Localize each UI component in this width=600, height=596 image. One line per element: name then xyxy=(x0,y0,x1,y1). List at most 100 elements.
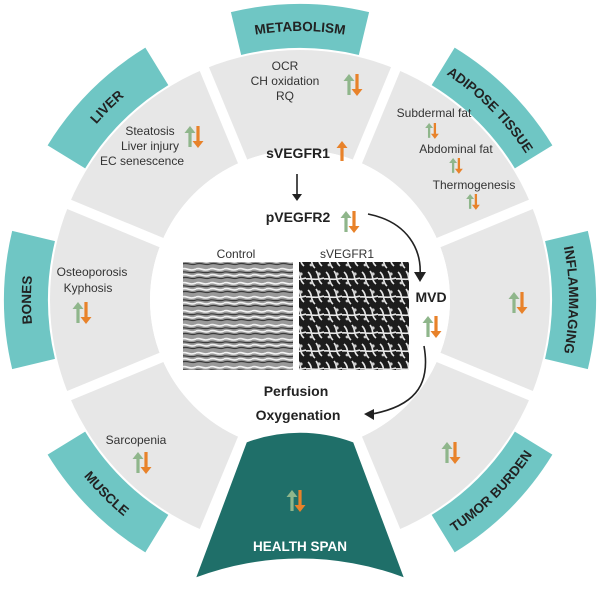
up-arrow-shaft xyxy=(290,496,294,511)
up-arrow-shaft xyxy=(136,458,140,473)
ring-band-tumor xyxy=(431,431,553,553)
down-arrow-shaft xyxy=(355,74,359,90)
sector-bones xyxy=(50,204,162,396)
up-arrow-shaft xyxy=(188,132,192,147)
down-arrowhead xyxy=(80,317,92,324)
metabolism-items: OCR CH oxidation RQ xyxy=(251,59,363,103)
liver-item-liver-injury: Liver injury xyxy=(121,139,179,153)
muscle-item-sarcopenia: Sarcopenia xyxy=(106,433,167,447)
down-arrow-shaft xyxy=(144,452,148,468)
down-arrow-shaft xyxy=(474,194,478,206)
up-arrow-shaft xyxy=(512,298,516,313)
up-arrow-shaft xyxy=(340,147,344,161)
down-arrowhead xyxy=(192,141,204,148)
perfusion-label: Perfusion xyxy=(264,383,329,399)
down-arrowhead xyxy=(454,168,463,174)
down-arrowhead xyxy=(140,467,152,474)
separator-group xyxy=(23,23,577,577)
header-inflammaging-text: INFLAMMAGING xyxy=(561,245,581,355)
header-bones: BONES xyxy=(19,275,35,325)
sector-inflammaging xyxy=(438,204,550,396)
down-arrow-shaft xyxy=(352,211,356,227)
header-inflammaging: INFLAMMAGING xyxy=(561,245,581,355)
up-arrow-shaft xyxy=(426,322,430,337)
up-down-arrows-icon xyxy=(340,211,360,233)
up-arrow-shaft xyxy=(344,217,348,232)
sector-tumor xyxy=(357,357,531,531)
up-arrowhead xyxy=(425,123,434,129)
up-arrow-icon xyxy=(336,141,348,161)
adipose-item-abdominal: Abdominal fat xyxy=(419,142,493,156)
down-arrowhead xyxy=(516,307,528,314)
down-arrowhead xyxy=(449,457,461,464)
up-down-arrows-icon xyxy=(286,490,306,512)
svegfr1-label: sVEGFR1 xyxy=(266,145,330,161)
ring-band-inflammaging xyxy=(545,230,596,370)
down-arrow-shaft xyxy=(434,316,438,332)
bones-items: Osteoporosis Kyphosis xyxy=(57,265,128,324)
curve-arrow-to-mvd xyxy=(367,213,421,277)
sector-liver xyxy=(69,69,243,243)
sector-adipose xyxy=(357,69,531,243)
sector-muscle xyxy=(69,357,243,531)
life-span-label: LIFE SPAN xyxy=(265,559,335,574)
sector-divider xyxy=(23,181,166,248)
up-down-arrows-icon xyxy=(72,302,92,324)
up-arrowhead xyxy=(286,490,298,497)
inflammaging-items xyxy=(508,292,528,314)
sector-divider xyxy=(352,23,419,166)
down-arrowhead xyxy=(348,226,360,233)
sector-divider xyxy=(181,434,248,577)
up-down-arrows-icon xyxy=(508,292,528,314)
sector-divider xyxy=(181,23,248,166)
up-down-arrows-icon xyxy=(449,158,463,174)
up-down-arrows-icon xyxy=(441,442,461,464)
bones-item-osteoporosis: Osteoporosis xyxy=(57,265,128,279)
sector-divider xyxy=(434,181,577,248)
down-arrowhead xyxy=(430,133,439,139)
ring-band-muscle xyxy=(47,431,169,553)
up-arrowhead xyxy=(132,452,144,459)
up-down-arrows-icon xyxy=(425,123,439,139)
image-label-control: Control xyxy=(217,247,256,261)
up-arrowhead xyxy=(72,302,84,309)
pvegfr2-label: pVEGFR2 xyxy=(266,209,331,225)
up-down-arrows-icon xyxy=(422,316,442,338)
up-arrowhead xyxy=(508,292,520,299)
up-arrowhead xyxy=(422,316,434,323)
up-down-arrows-icon xyxy=(343,74,363,96)
tumor-items xyxy=(441,442,461,464)
up-arrowhead xyxy=(466,194,475,200)
header-metabolism-text: METABOLISM xyxy=(254,19,347,38)
down-arrowhead xyxy=(351,89,363,96)
mvd-label: MVD xyxy=(415,289,446,305)
bones-item-kyphosis: Kyphosis xyxy=(64,281,113,295)
up-arrow-shaft xyxy=(347,80,351,95)
up-arrowhead xyxy=(184,126,196,133)
sector-divider xyxy=(352,434,419,577)
up-down-arrows-icon xyxy=(466,194,480,210)
up-arrow-shaft xyxy=(468,198,472,209)
up-arrow-shaft xyxy=(451,162,455,173)
image-label-svegfr1: sVEGFR1 xyxy=(320,247,374,261)
up-arrow-shaft xyxy=(427,127,431,138)
metabolism-item-ocr: OCR xyxy=(272,59,299,73)
curve-arrowhead-oxygenation xyxy=(364,409,374,420)
down-arrow-shaft xyxy=(196,126,200,142)
sem-image-svegfr1 xyxy=(299,262,409,370)
up-arrowhead xyxy=(340,211,352,218)
ring-band-adipose xyxy=(431,47,553,169)
ring-group xyxy=(4,4,596,553)
down-arrowhead xyxy=(430,331,442,338)
up-arrowhead xyxy=(449,158,458,164)
down-arrow-shaft xyxy=(520,292,524,308)
header-bones-text: BONES xyxy=(19,275,35,325)
sector-group xyxy=(50,50,550,531)
header-metabolism: METABOLISM xyxy=(254,19,347,38)
down-arrow-shaft xyxy=(457,158,461,170)
ring-band-bones xyxy=(4,230,55,370)
cascade-arrowhead-1 xyxy=(292,194,302,201)
liver-items: Steatosis Liver injury EC senescence xyxy=(100,124,204,168)
up-down-arrows-icon xyxy=(184,126,204,148)
